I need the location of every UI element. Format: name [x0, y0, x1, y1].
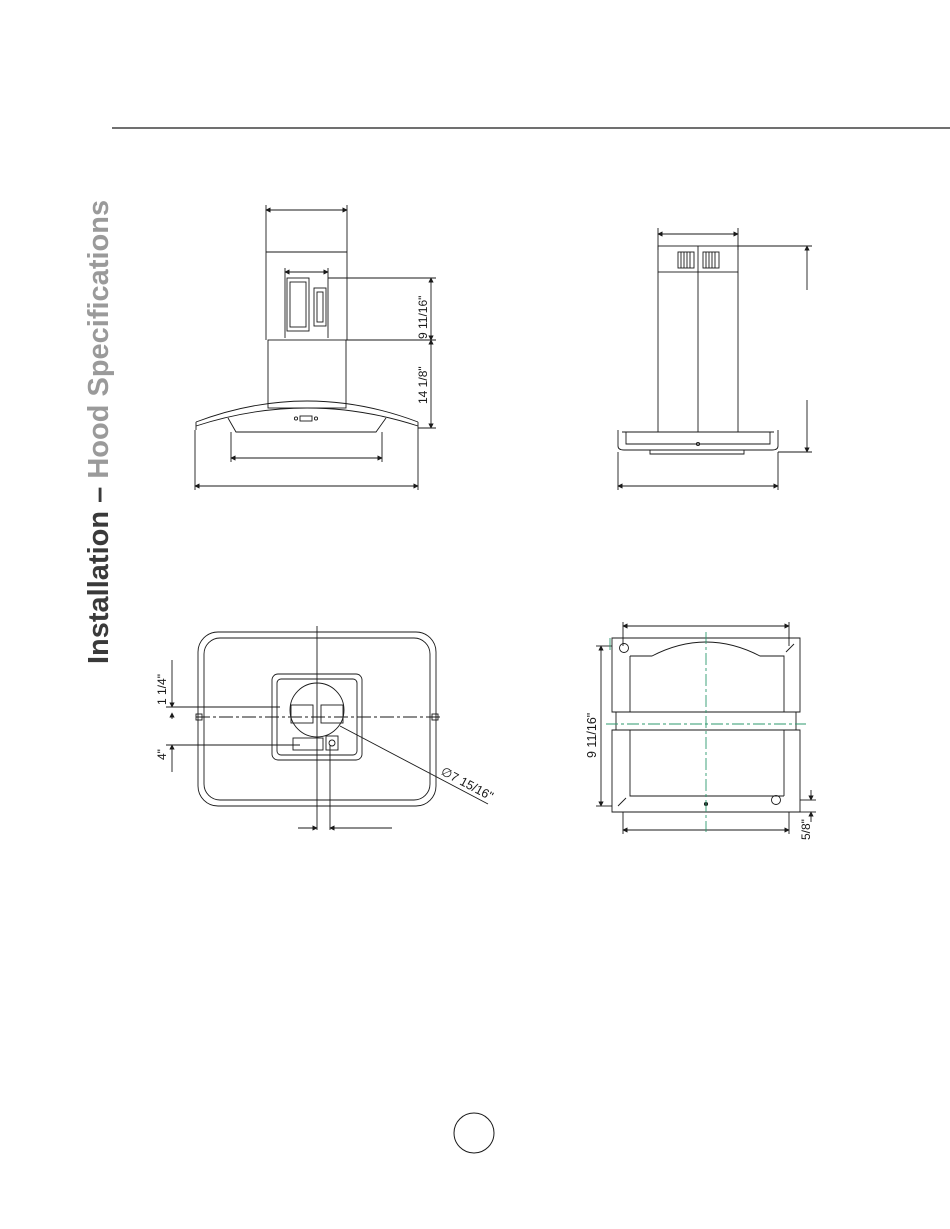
bracket-dim-height-label: 9 11/16" — [585, 713, 599, 758]
bracket-centerlines — [606, 632, 806, 832]
bottom-view-drawing — [166, 626, 488, 830]
bottom-dim-1-label: 1 1/4" — [155, 674, 169, 705]
front-view-drawing — [195, 205, 436, 490]
bottom-dim-diameter-label: ∅7 15/16" — [439, 764, 496, 803]
bracket-dim-small-label: 5/8" — [799, 819, 813, 840]
bottom-dim-2-label: 4" — [155, 749, 169, 760]
title-hood-specifications: Hood Specifications — [83, 200, 115, 479]
page-title: Installation – Hood Specifications — [83, 200, 115, 664]
front-dim-lower-label: 14 1/8" — [416, 366, 430, 404]
side-view-drawing — [618, 228, 812, 490]
page-number-circle — [454, 1113, 494, 1153]
front-dim-upper-label: 9 11/16" — [416, 296, 430, 339]
title-installation: Installation – — [83, 479, 115, 664]
